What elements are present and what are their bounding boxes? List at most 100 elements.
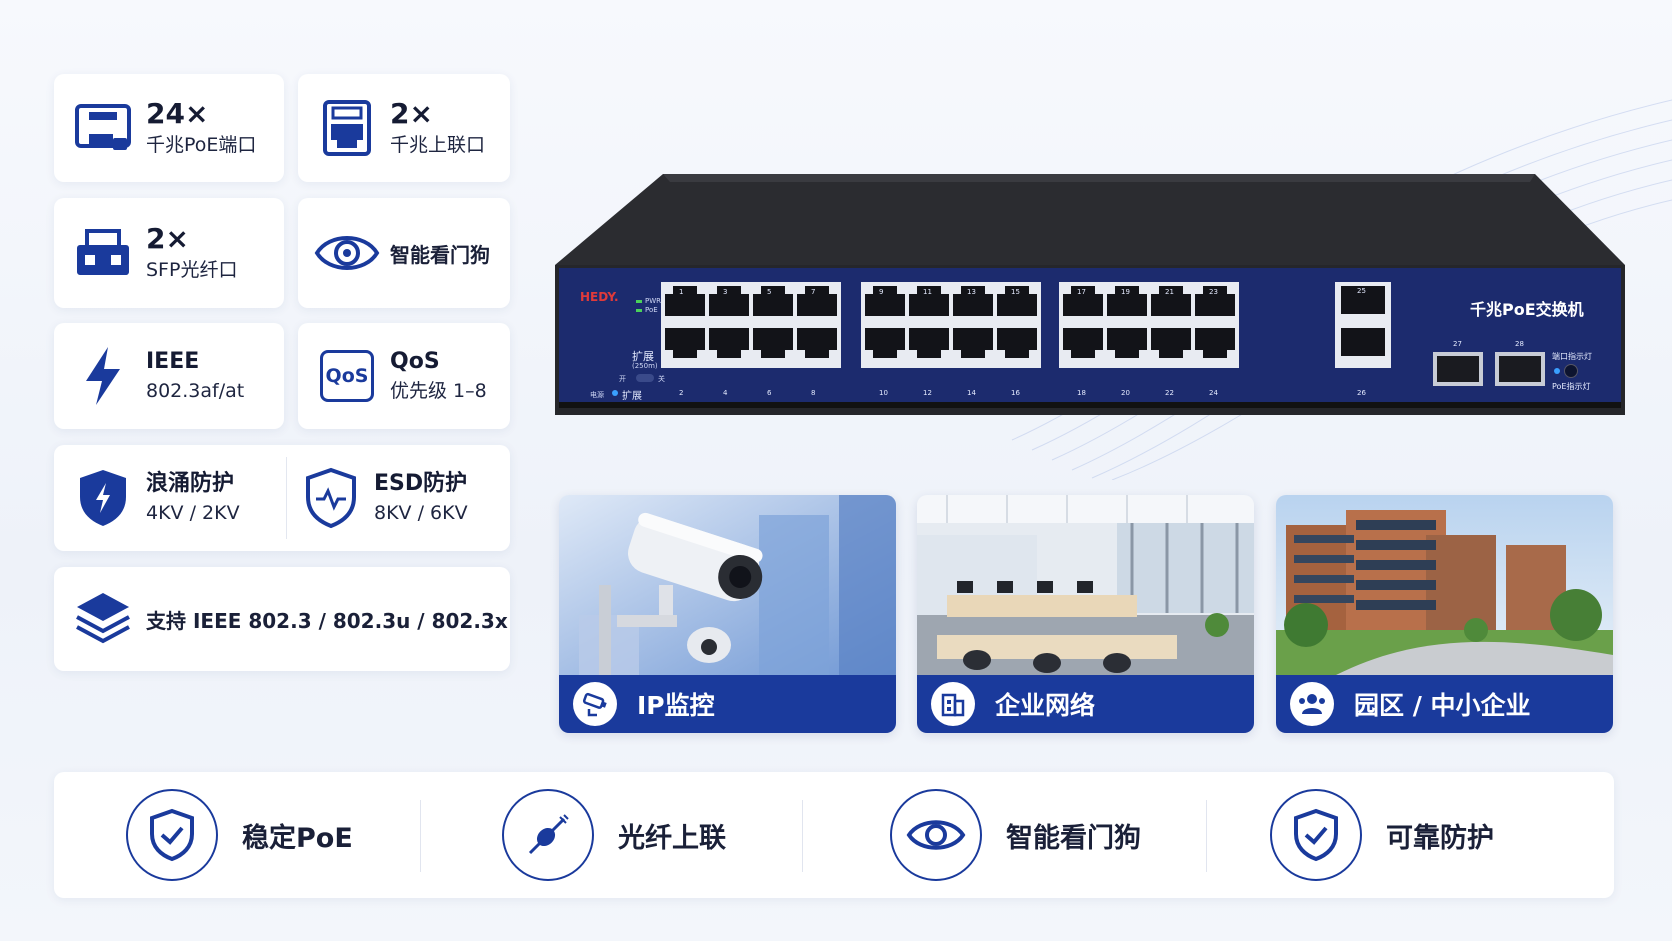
rj45-port[interactable] xyxy=(997,328,1037,358)
uplink-count: 2× xyxy=(390,97,433,130)
feature-divider xyxy=(420,800,421,872)
rj45-port[interactable] xyxy=(909,328,949,358)
extend-switch[interactable] xyxy=(636,374,654,382)
port-number-top: 3 xyxy=(723,288,728,296)
sfp-module-icon xyxy=(70,220,136,286)
poe-ports-count: 24× xyxy=(146,97,209,130)
rj45-port[interactable] xyxy=(709,328,749,358)
port-number-top: 23 xyxy=(1209,288,1218,296)
switch-led-pwr: PWR xyxy=(636,297,661,305)
standards-label: 支持 IEEE 802.3 / 802.3u / 802.3x xyxy=(146,608,508,633)
port-number-bottom: 12 xyxy=(923,389,932,397)
rj45-port[interactable] xyxy=(1151,328,1191,358)
port-number-top: 17 xyxy=(1077,288,1086,296)
feature-divider xyxy=(1206,800,1207,872)
extend-on: 开 xyxy=(619,375,626,383)
app-card-ip-surveillance: IP监控 xyxy=(559,495,896,733)
rj45-port[interactable] xyxy=(1107,286,1147,316)
rj45-port[interactable] xyxy=(953,286,993,316)
app-card-enterprise-network: 企业网络 xyxy=(917,495,1254,733)
sfp-number: 27 xyxy=(1453,340,1462,348)
esd-title: ESD防护 xyxy=(374,471,468,496)
poe-ports-label: 千兆PoE端口 xyxy=(146,134,257,156)
rj45-port[interactable] xyxy=(797,328,837,358)
rj45-port[interactable] xyxy=(1195,328,1235,358)
spec-card-sfp: 2× SFP光纤口 xyxy=(54,198,284,308)
lightning-icon xyxy=(70,343,136,409)
feature-divider xyxy=(802,800,803,872)
rj45-port[interactable] xyxy=(1063,328,1103,358)
office-photo xyxy=(917,495,1254,675)
rj45-port[interactable] xyxy=(753,328,793,358)
rj45-icon xyxy=(314,95,380,161)
camera-icon xyxy=(573,682,617,726)
port-number-bottom: 4 xyxy=(723,389,728,397)
qos-title: QoS xyxy=(390,349,440,374)
app-card-campus-sme: 园区 / 中小企业 xyxy=(1276,495,1613,733)
uplink-port[interactable] xyxy=(1341,328,1385,356)
ieee-title: IEEE xyxy=(146,349,200,374)
poe-led-label: PoE指示灯 xyxy=(1552,382,1591,391)
port-number-bottom: 20 xyxy=(1121,389,1130,397)
poe-label: PoE xyxy=(645,306,658,314)
port-number-top: 5 xyxy=(767,288,772,296)
poe-switch-device xyxy=(555,174,1625,415)
port-number-top: 7 xyxy=(811,288,816,296)
rj45-port[interactable] xyxy=(1151,286,1191,316)
qos-priority: 优先级 1–8 xyxy=(390,380,487,402)
extend-off: 关 xyxy=(658,375,665,383)
rj45-port[interactable] xyxy=(665,328,705,358)
app-label-ip-surveillance: IP监控 xyxy=(637,691,715,720)
feature-watchdog: 智能看门狗 xyxy=(890,789,1141,881)
sfp-port[interactable] xyxy=(1437,356,1479,382)
feature-label-reliable-protection: 可靠防护 xyxy=(1386,822,1494,854)
watchdog-label: 智能看门狗 xyxy=(390,242,490,267)
port-number-top: 1 xyxy=(679,288,684,296)
rj45-port[interactable] xyxy=(865,286,905,316)
feature-reliable-protection: 可靠防护 xyxy=(1270,789,1494,881)
rj45-port[interactable] xyxy=(797,286,837,316)
uplink-port[interactable] xyxy=(1341,286,1385,314)
feature-bar: 稳定PoE 光纤上联 智能看门狗 可靠防护 xyxy=(54,772,1614,898)
ethernet-port-icon xyxy=(70,95,136,161)
spec-card-qos: QoS QoS 优先级 1–8 xyxy=(298,323,510,429)
port-number-top: 15 xyxy=(1011,288,1020,296)
shield-pulse-icon xyxy=(298,465,364,531)
power-label: 电源 xyxy=(590,391,604,399)
uplink-label: 千兆上联口 xyxy=(390,134,486,156)
spec-card-uplink: 2× 千兆上联口 xyxy=(298,74,510,182)
switch-title: 千兆PoE交换机 xyxy=(1470,300,1584,319)
rj45-port[interactable] xyxy=(865,328,905,358)
port-number-top: 19 xyxy=(1121,288,1130,296)
protection-divider xyxy=(286,457,287,539)
extend-label: 扩展 xyxy=(632,350,654,363)
rj45-port[interactable] xyxy=(665,286,705,316)
port-number-bottom: 18 xyxy=(1077,389,1086,397)
rj45-port[interactable] xyxy=(1063,286,1103,316)
sfp-port[interactable] xyxy=(1499,356,1541,382)
shield-check-icon xyxy=(126,789,218,881)
extend-led xyxy=(612,390,618,396)
rj45-port[interactable] xyxy=(709,286,749,316)
feature-label-stable-poe: 稳定PoE xyxy=(242,822,353,854)
shield-bolt-icon xyxy=(70,465,136,531)
spec-card-protection: 浪涌防护 4KV / 2KV ESD防护 8KV / 6KV xyxy=(54,445,510,551)
qos-badge-text: QoS xyxy=(325,365,369,387)
pwr-label: PWR xyxy=(645,297,662,305)
esd-rating: 8KV / 6KV xyxy=(374,502,468,524)
port-number-bottom: 2 xyxy=(679,389,684,397)
rj45-port[interactable] xyxy=(1195,286,1235,316)
port-number-bottom: 14 xyxy=(967,389,976,397)
switch-brand: HEDY. xyxy=(580,290,619,304)
rj45-port[interactable] xyxy=(953,328,993,358)
rj45-port[interactable] xyxy=(753,286,793,316)
surge-rating: 4KV / 2KV xyxy=(146,502,240,524)
app-bar-campus-sme: 园区 / 中小企业 xyxy=(1276,675,1613,733)
rj45-port[interactable] xyxy=(909,286,949,316)
port-number-top: 9 xyxy=(879,288,884,296)
reset-button[interactable] xyxy=(1564,364,1578,378)
port-number-bottom: 16 xyxy=(1011,389,1020,397)
eye-icon xyxy=(890,789,982,881)
rj45-port[interactable] xyxy=(997,286,1037,316)
rj45-port[interactable] xyxy=(1107,328,1147,358)
